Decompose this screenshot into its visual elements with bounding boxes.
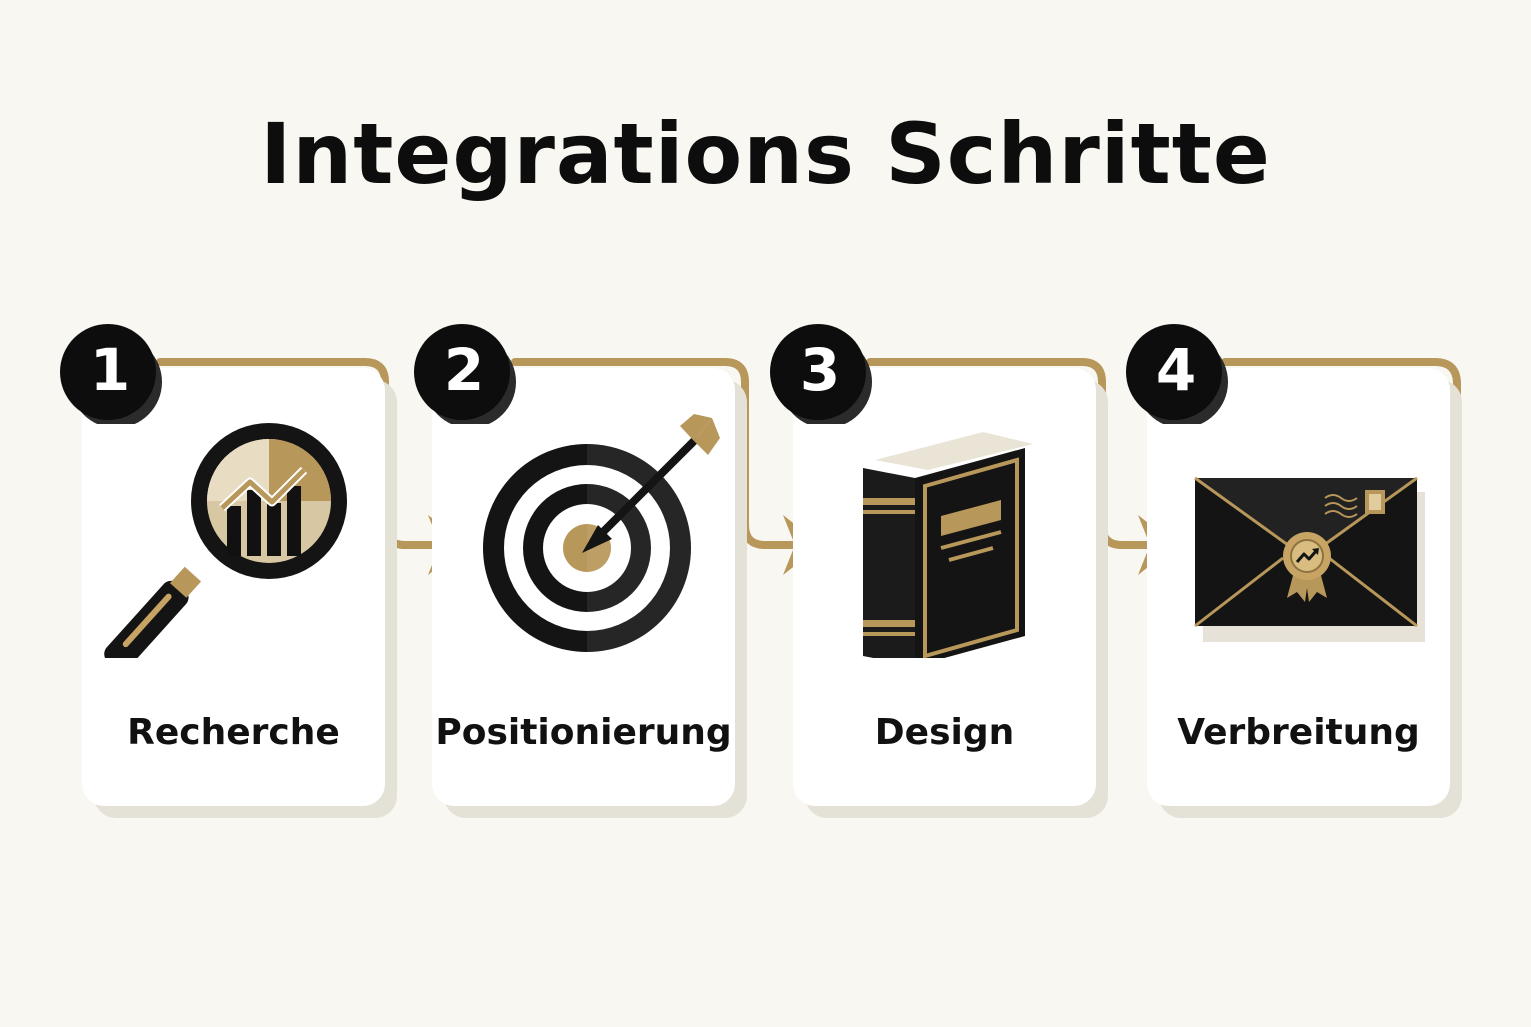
badge-circle <box>60 324 162 428</box>
step-label-4: Verbreitung <box>1177 712 1420 753</box>
step-card-1: Recherche <box>82 368 385 806</box>
step-label-3: Design <box>874 712 1015 753</box>
badge-circle <box>770 324 872 428</box>
step-card-2: Positionierung <box>432 368 735 806</box>
step-number-1: 1 <box>89 336 131 404</box>
magnifier-chart-icon <box>104 423 347 658</box>
connector-3-4 <box>866 358 1164 549</box>
step-badge-4: 4 <box>1124 320 1228 428</box>
target-arrow-icon <box>483 414 720 652</box>
step-number-2: 2 <box>443 336 485 404</box>
step-badge-3: 3 <box>768 320 872 428</box>
book-icon <box>863 432 1033 658</box>
step-card-3: Design <box>793 368 1096 806</box>
step-badge-1: 1 <box>58 320 162 428</box>
step-label-2: Positionierung <box>435 712 732 753</box>
connector-1-2 <box>156 358 454 549</box>
sealed-envelope-icon <box>1194 476 1425 642</box>
step-number-4: 4 <box>1155 336 1197 404</box>
badge-circle <box>1126 324 1228 428</box>
step-badge-2: 2 <box>412 320 516 428</box>
badge-circle <box>414 324 516 428</box>
step-label-1: Recherche <box>127 712 340 753</box>
step-number-3: 3 <box>799 336 841 404</box>
diagram-title: Integrations Schritte <box>260 105 1271 203</box>
connector-4-end <box>1221 358 1461 584</box>
connector-2-3 <box>511 358 809 549</box>
step-card-4: Verbreitung <box>1147 368 1450 806</box>
